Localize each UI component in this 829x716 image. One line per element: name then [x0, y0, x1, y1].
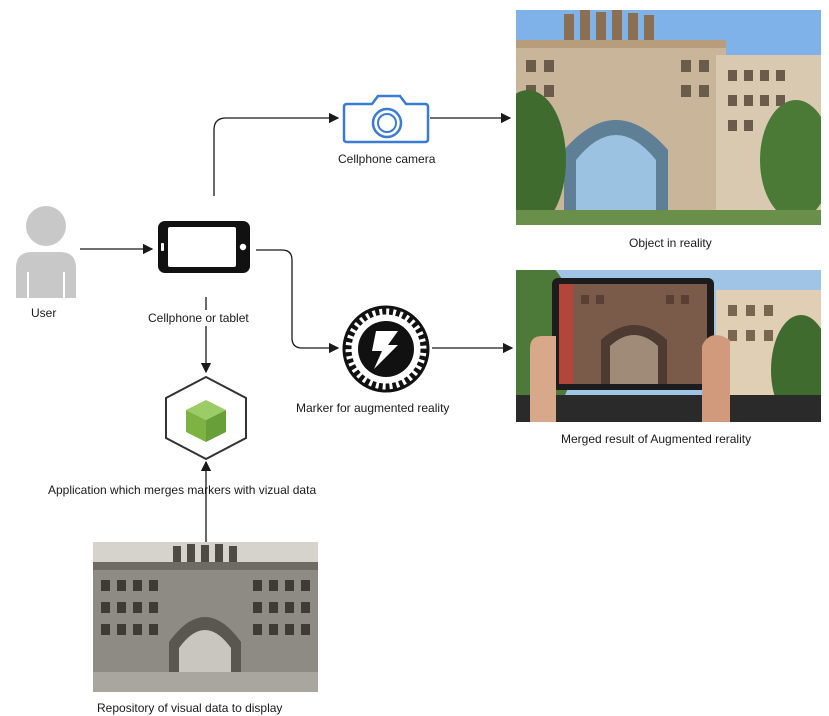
object-photo [516, 10, 821, 225]
arrow-device-to-camera [213, 112, 340, 196]
building-arch-photo [516, 10, 821, 225]
tablet-ar-photo [516, 270, 821, 422]
historic-photo [93, 542, 318, 692]
repository-photo [93, 542, 318, 692]
marker-node [342, 305, 430, 393]
camera-node [342, 92, 430, 144]
device-node [156, 219, 252, 275]
app-label: Application which merges markers with vi… [48, 483, 317, 497]
device-label: Cellphone or tablet [148, 311, 249, 325]
marker-label: Marker for augmented reality [296, 401, 450, 415]
camera-label: Cellphone camera [338, 152, 436, 166]
arrow-device-to-marker [256, 249, 340, 354]
merged-photo [516, 270, 821, 422]
user-label: User [31, 306, 57, 320]
camera-icon [342, 94, 430, 144]
user-icon [16, 206, 76, 298]
user-node [12, 202, 80, 298]
smartphone-icon [158, 221, 250, 273]
app-node [160, 374, 252, 462]
merged-label: Merged result of Augmented rerality [561, 432, 752, 446]
ar-marker-icon [342, 305, 430, 393]
repository-label: Repository of visual data to display [97, 701, 283, 715]
cube-app-icon [165, 375, 247, 461]
object-label: Object in reality [629, 236, 712, 250]
